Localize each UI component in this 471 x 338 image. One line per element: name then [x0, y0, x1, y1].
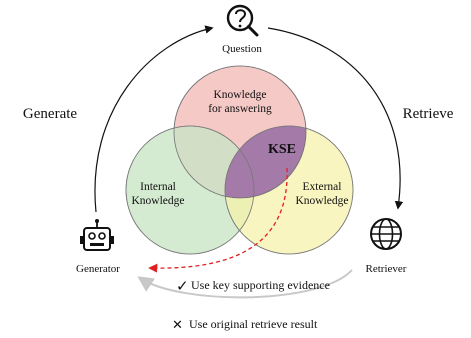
- kse-label: KSE: [268, 142, 296, 157]
- kse-evidence-arrow: [148, 167, 288, 273]
- venn-top-label-line2: for answering: [208, 103, 272, 115]
- venn-left-label-line2: Knowledge: [131, 195, 184, 207]
- question-label: Question: [222, 43, 262, 55]
- generate-label: Generate: [23, 106, 77, 122]
- venn-top-label-line1: Knowledge: [213, 89, 266, 101]
- retriever-label: Retriever: [366, 263, 407, 275]
- check-mark-icon: ✓: [176, 277, 189, 295]
- original-result-arrow: [137, 269, 353, 299]
- robot-icon: [80, 219, 114, 251]
- venn-right-label-line1: External: [303, 181, 342, 193]
- generator-label: Generator: [76, 263, 120, 275]
- cross-legend-text: Use original retrieve result: [189, 317, 318, 331]
- cross-mark-icon: ✕: [172, 318, 183, 333]
- venn-right-label-line2: Knowledge: [295, 195, 348, 207]
- retrieve-arrow: [267, 27, 404, 210]
- check-legend-text: Use key supporting evidence: [191, 278, 330, 292]
- venn-left-label-line1: Internal: [140, 181, 176, 193]
- generate-arrow: [94, 25, 214, 213]
- question-search-icon: [226, 4, 259, 37]
- retrieve-label: Retrieve: [403, 106, 454, 122]
- globe-icon: [370, 218, 402, 250]
